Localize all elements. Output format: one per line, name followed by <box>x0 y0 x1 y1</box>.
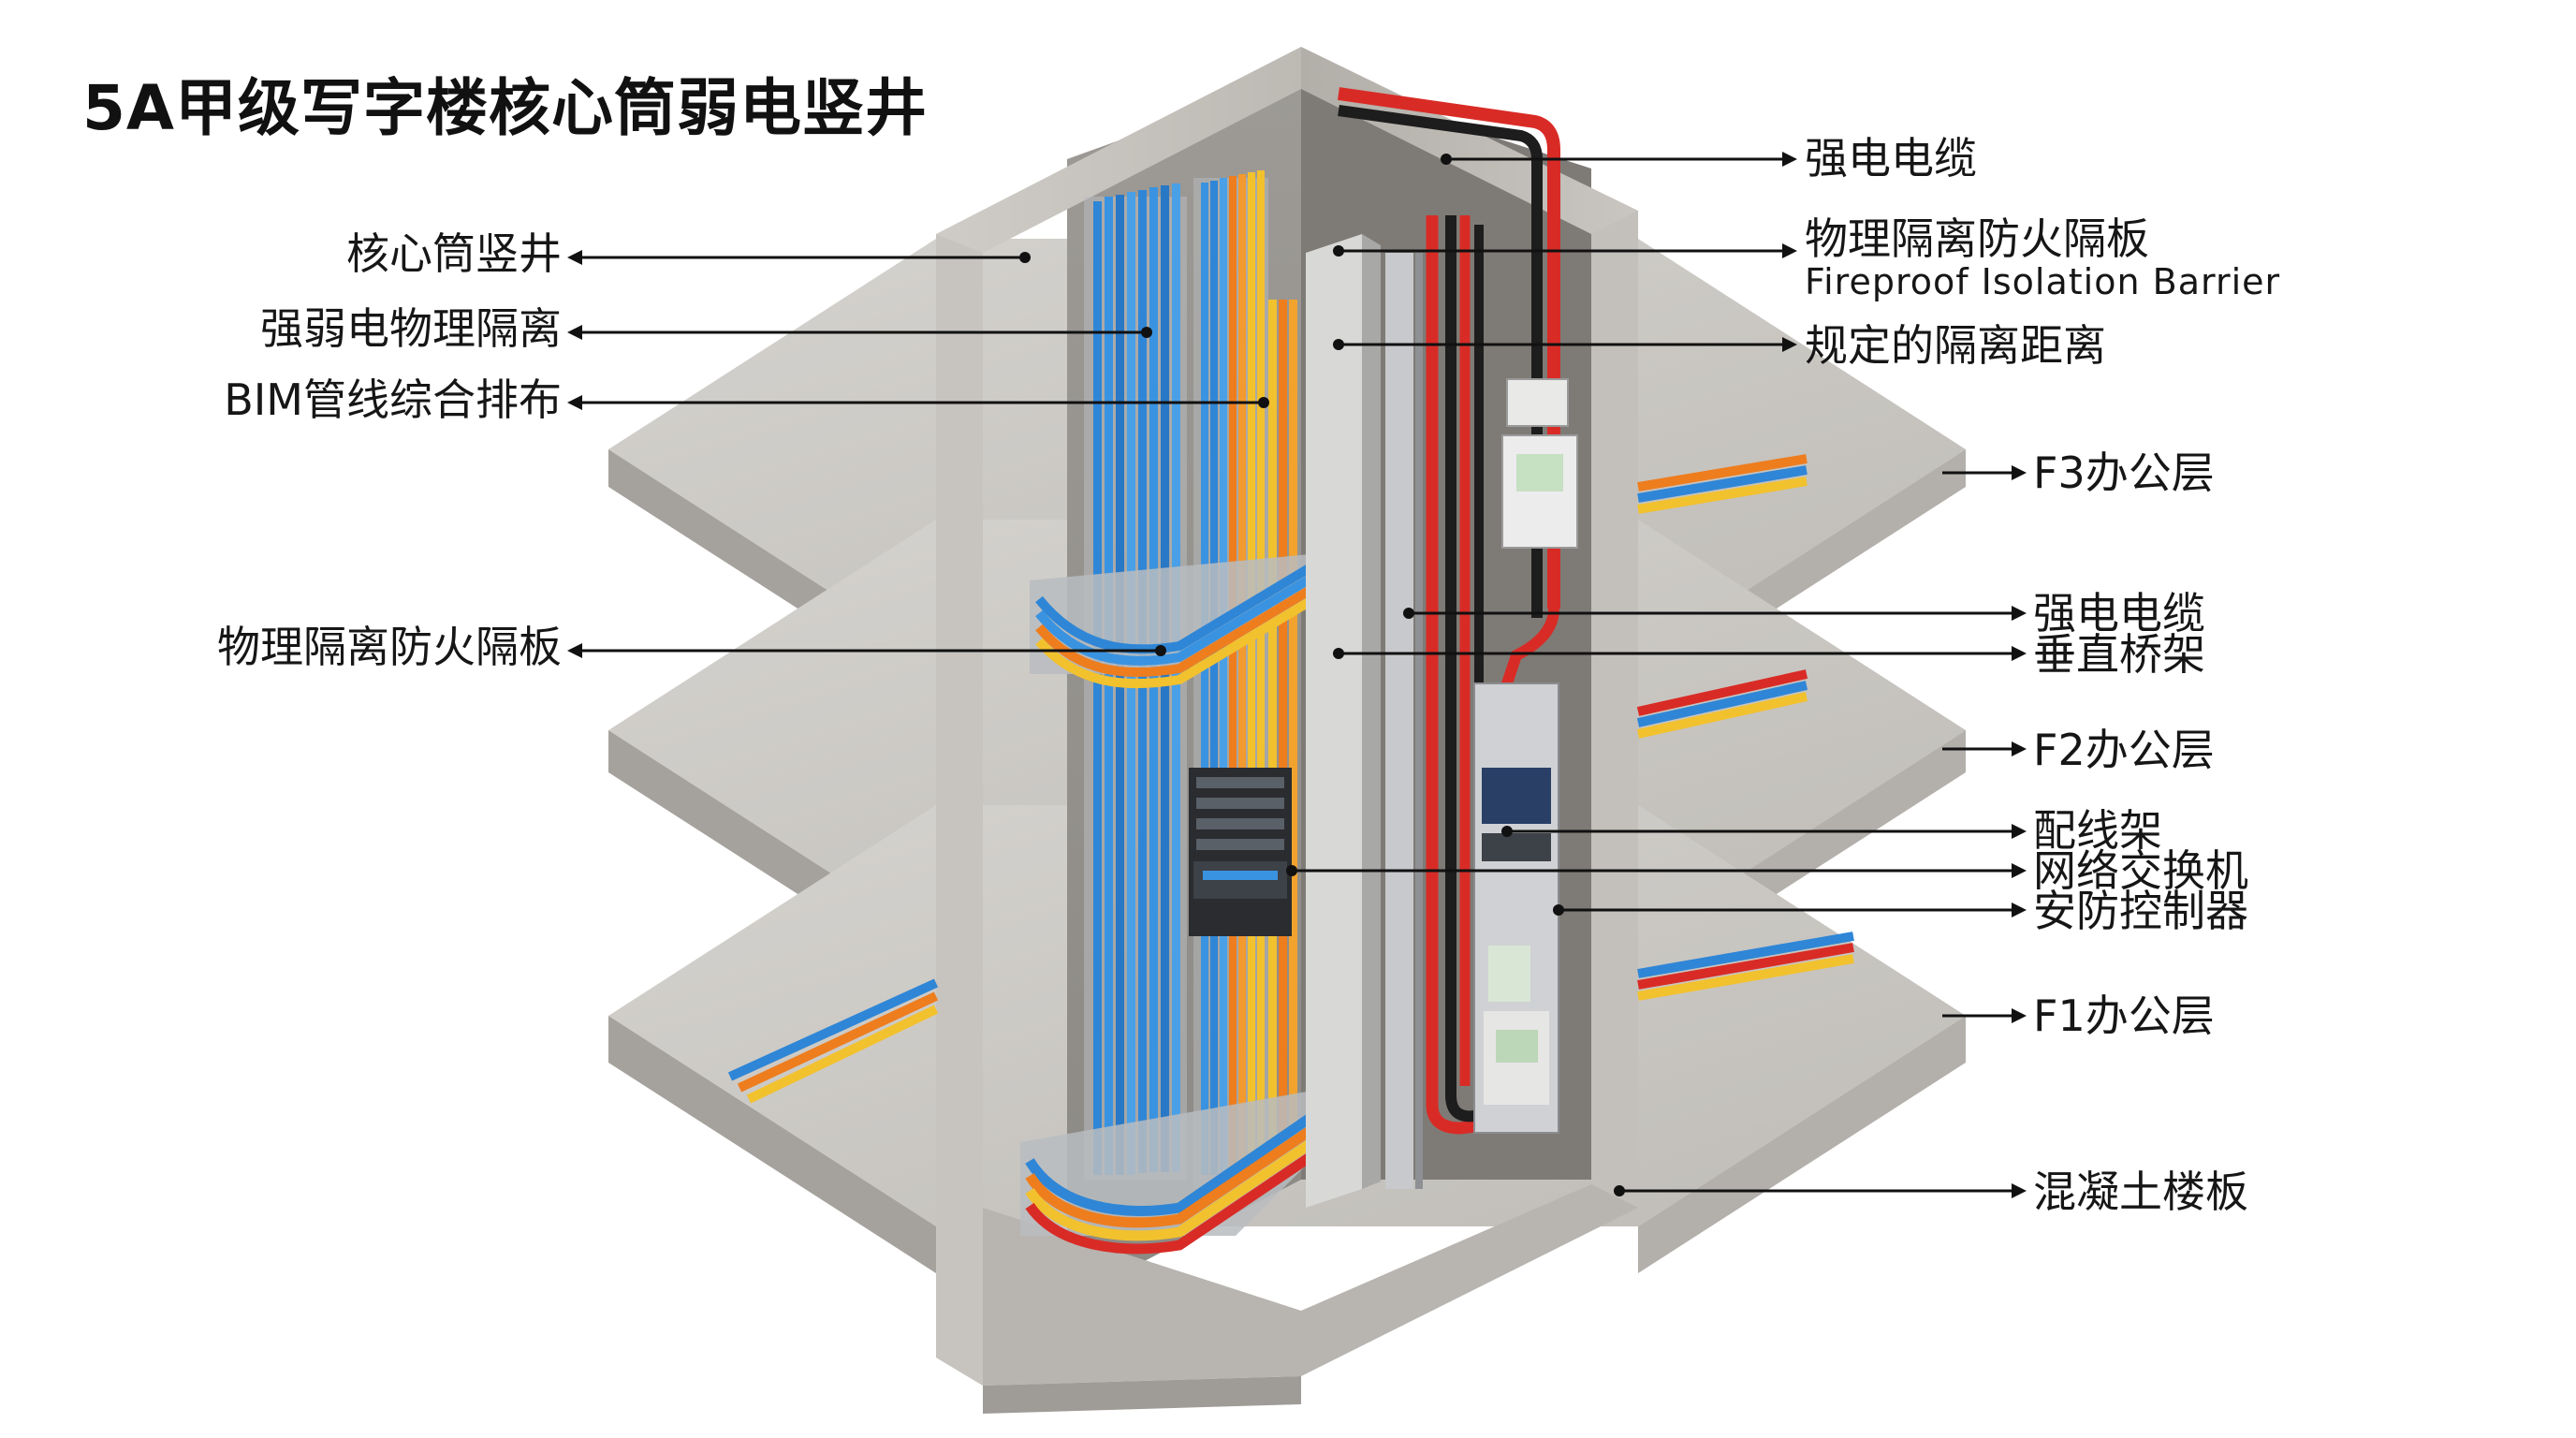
label-f3: F3办公层 <box>2033 448 2215 498</box>
label-core-shaft: 核心筒竖井 <box>346 228 562 279</box>
label-vertical-tray: 垂直桥架 <box>2033 629 2205 680</box>
fire-barrier-plate <box>1306 234 1362 1208</box>
page-title: 5A甲级写字楼核心筒弱电竖井 <box>82 72 929 144</box>
horizontal-trays <box>727 454 1854 1255</box>
shaft-base <box>983 1184 1638 1386</box>
label-distance: 规定的隔离距离 <box>1805 320 2106 371</box>
fire-barrier-group <box>1306 234 1423 1208</box>
label-bim: BIM管线综合排布 <box>224 374 562 425</box>
label-power-cable-top: 强电电缆 <box>1805 133 1977 183</box>
slab-f1-edge <box>608 1016 936 1273</box>
patch-panel-rack <box>1189 768 1292 936</box>
label-f2: F2办公层 <box>2033 725 2215 775</box>
label-switch: 网络交换机 <box>2033 845 2248 896</box>
equipment <box>1189 378 1578 1134</box>
label-power-cable-mid: 强电电缆 <box>2033 588 2205 638</box>
label-security: 安防控制器 <box>2033 886 2248 936</box>
leader-lines <box>580 157 2012 1193</box>
label-slab: 混凝土楼板 <box>2033 1167 2248 1217</box>
label-patch-panel: 配线架 <box>2033 805 2162 856</box>
leader-dots <box>1019 154 1625 1196</box>
label-isolation: 强弱电物理隔离 <box>260 303 562 354</box>
power-cables <box>1338 87 1560 1135</box>
vertical-tray-rail <box>1385 253 1413 1189</box>
label-f1: F1办公层 <box>2033 990 2215 1041</box>
wall-junction-box <box>1506 378 1569 427</box>
label-fire-barrier-cn: 物理隔离防火隔板 <box>1805 213 2149 264</box>
label-fire-barrier-left: 物理隔离防火隔板 <box>217 622 562 672</box>
label-fire-barrier-en: Fireproof Isolation Barrier <box>1805 261 2281 302</box>
tray-branch-f1 <box>1020 1086 1339 1236</box>
leader-arrowheads <box>567 152 2027 1198</box>
